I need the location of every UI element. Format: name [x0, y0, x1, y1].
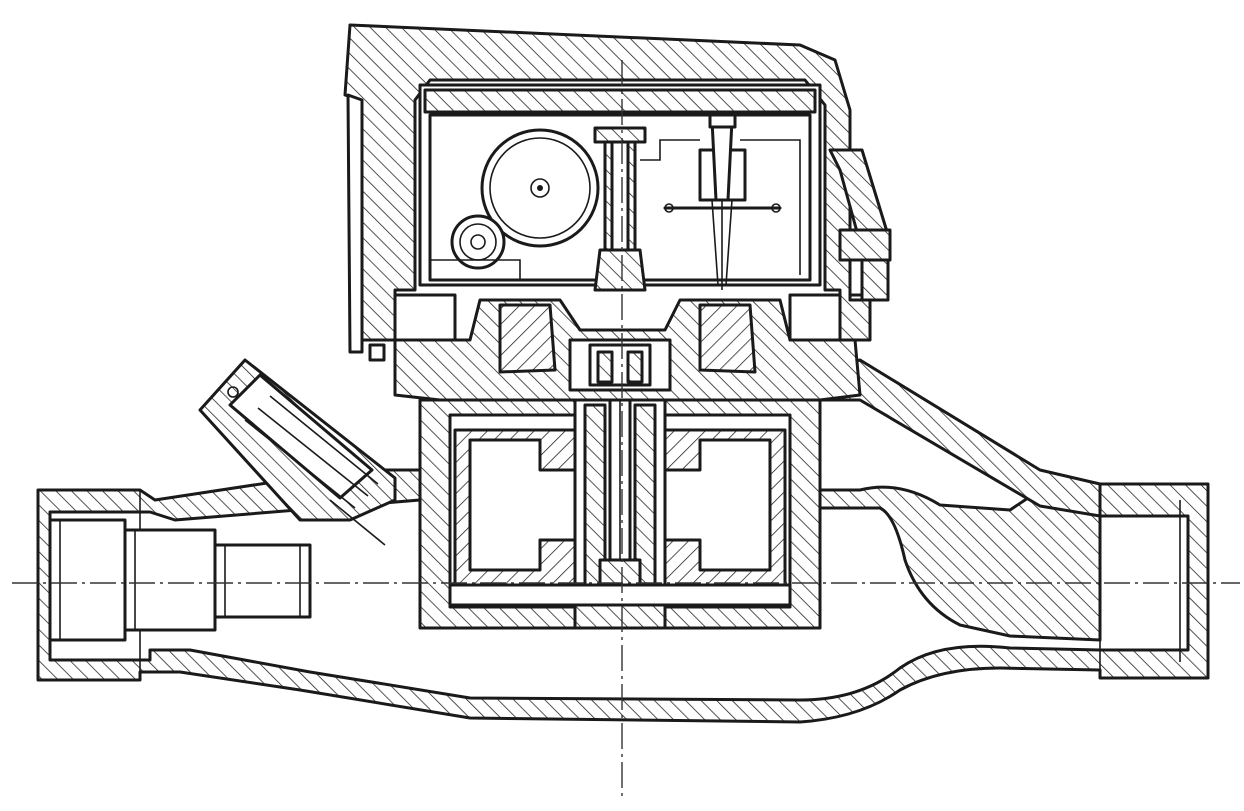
center-lines: [12, 60, 1240, 800]
inlet-strainer: [48, 518, 312, 642]
register-seat: [383, 293, 867, 402]
register-mechanism: [430, 113, 801, 292]
regulating-screw-boss: [198, 358, 397, 546]
outlet-neck: [818, 358, 1102, 518]
measuring-chamber: [418, 353, 822, 630]
